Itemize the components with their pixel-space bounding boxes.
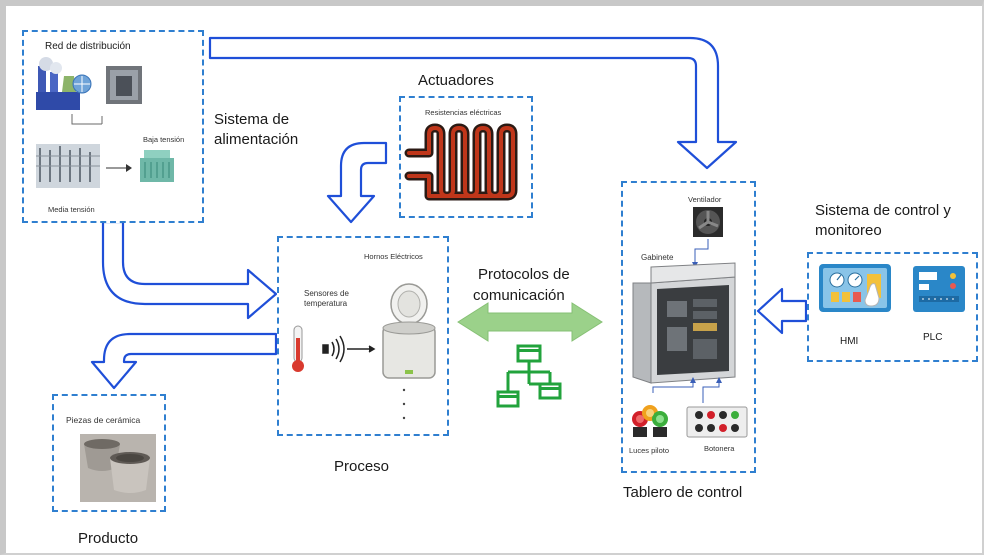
sensores-line1: Sensores de <box>304 289 349 298</box>
network-icon <box>496 344 562 408</box>
sensores-line2: temperatura <box>304 299 348 308</box>
plc-label: PLC <box>923 332 943 343</box>
hornos-label: Hornos Eléctricos <box>364 252 423 261</box>
thermometer-icon <box>292 325 304 372</box>
tablero-box: Ventilador Gabinete Luces piloto Botoner… <box>621 181 756 473</box>
actuadores-box: Resistencias eléctricas <box>399 96 533 218</box>
protocolos-line1: Protocolos de <box>478 266 570 283</box>
resistencias-label: Resistencias eléctricas <box>425 108 502 117</box>
cabinet-icon <box>632 262 736 384</box>
arrow-proceso-to-producto <box>90 332 278 390</box>
pilot-lights-icon <box>632 405 668 437</box>
control-illustration <box>819 264 965 312</box>
control-heading-line1: Sistema de control y <box>815 202 951 219</box>
sistema-alimentacion-line2: alimentación <box>214 131 299 148</box>
electric-furnace-icon <box>382 283 436 379</box>
generator-icon <box>106 66 142 104</box>
fan-icon <box>693 207 723 237</box>
protocolos-line2: comunicación <box>473 287 565 304</box>
baja-tension-label: Baja tensión <box>143 135 185 144</box>
arrow-control-to-tablero <box>756 287 808 335</box>
control-box: HMI PLC <box>807 252 978 362</box>
sensor-signal-icon <box>322 335 376 363</box>
hmi-icon <box>819 264 891 312</box>
control-heading-line2: monitoreo <box>815 222 882 239</box>
power-plant-icon <box>36 57 92 110</box>
media-tension-label: Media tensión <box>48 205 95 214</box>
arrow-actuadores-to-proceso <box>326 141 388 224</box>
actuadores-heading: Actuadores <box>418 72 494 89</box>
ventilador-label: Ventilador <box>688 195 722 204</box>
tablero-illustration <box>632 207 748 438</box>
hmi-label: HMI <box>840 336 859 347</box>
luces-piloto-label: Luces piloto <box>629 446 670 455</box>
producto-box: Piezas de cerámica <box>52 394 166 512</box>
sistema-alimentacion-line1: Sistema de <box>214 111 290 128</box>
botonera-label: Botonera <box>704 444 735 453</box>
producto-caption: Producto <box>78 530 139 547</box>
proceso-caption: Proceso <box>334 458 390 475</box>
ceramic-pieces-illustration <box>80 434 156 502</box>
red-distribucion-box: Red de distribución Baja tensión Media t… <box>22 30 204 223</box>
power-grid-illustration <box>36 57 174 188</box>
piezas-label: Piezas de cerámica <box>66 415 141 425</box>
red-distribucion-title: Red de distribución <box>45 41 131 52</box>
tablero-caption: Tablero de control <box>623 484 743 501</box>
push-button-station-icon <box>686 406 748 438</box>
ceramic-cup-icon <box>84 439 150 493</box>
arrow-red-to-proceso <box>101 220 278 320</box>
substation-icon <box>36 144 100 188</box>
transformer-icon <box>140 150 174 182</box>
proceso-illustration <box>292 283 436 420</box>
heating-coil-icon <box>404 123 518 201</box>
proceso-box: Hornos Eléctricos Sensores de temperatur… <box>277 236 449 436</box>
plc-icon <box>913 266 965 312</box>
arrow-red-to-tablero <box>208 36 738 170</box>
double-arrow-comunicacion <box>457 302 603 342</box>
gabinete-label: Gabinete <box>641 253 674 262</box>
